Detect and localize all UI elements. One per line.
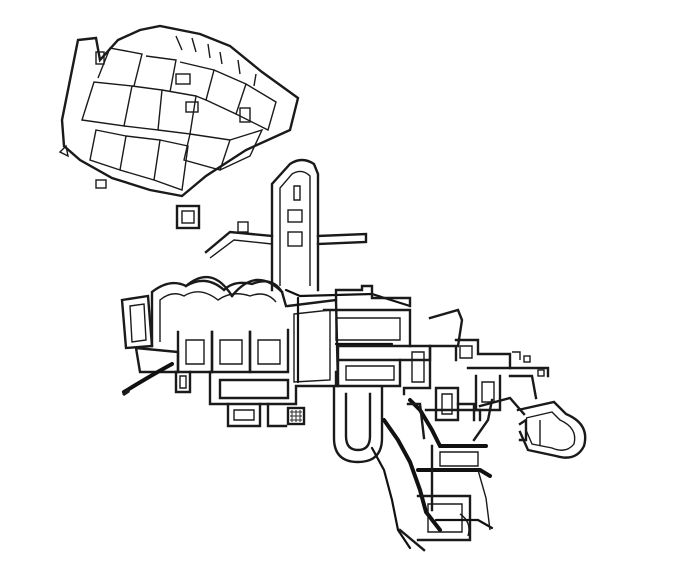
drainage-channels — [370, 398, 494, 552]
east-wing — [402, 308, 550, 422]
north-tower — [204, 158, 368, 292]
central-bath-complex — [208, 284, 432, 428]
northwest-building-complex — [58, 24, 300, 198]
isolated-square-room — [175, 204, 201, 230]
southeast-apse-room — [516, 400, 587, 459]
u-shaped-pool — [332, 386, 384, 464]
apsidal-halls — [120, 275, 290, 394]
curved-aqueduct — [122, 362, 174, 396]
